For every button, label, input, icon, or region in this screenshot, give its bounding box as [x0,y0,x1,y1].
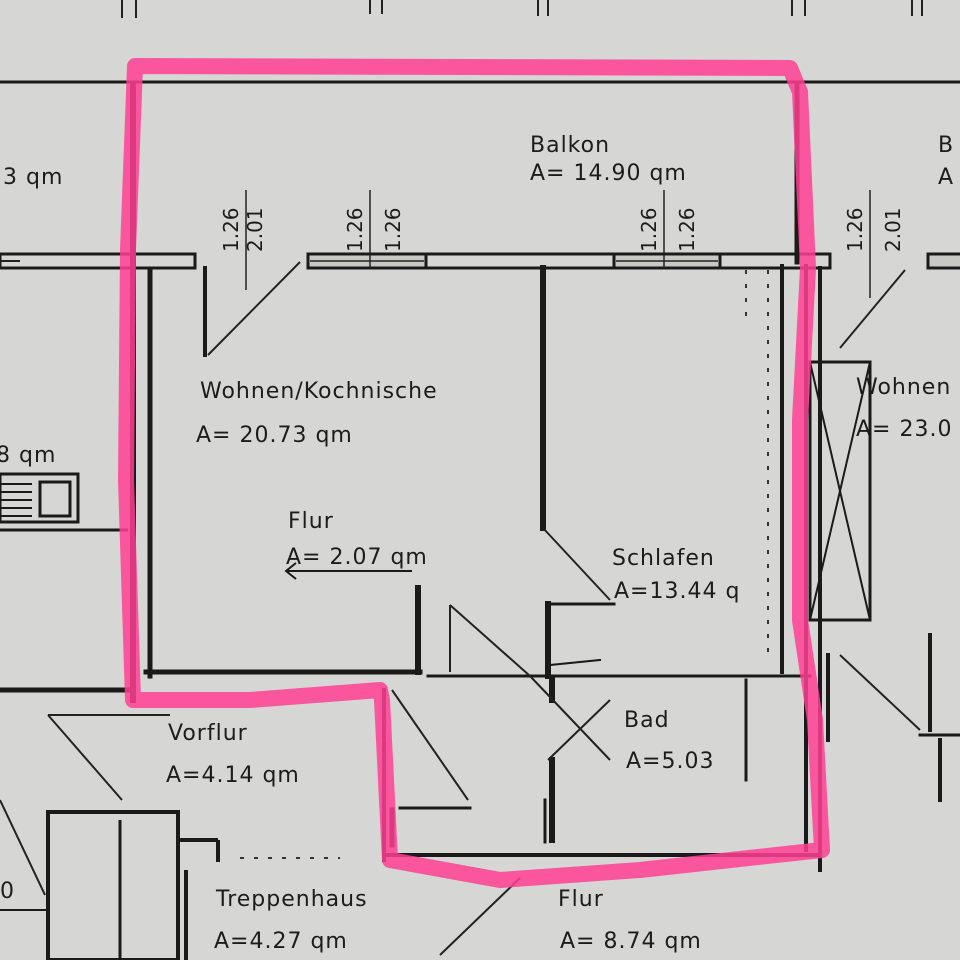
room-area-vorflur: A=4.14 qm [166,763,300,788]
room-name-treppenhaus: Treppenhaus [215,887,368,912]
svg-text:1.26: 1.26 [637,207,661,252]
room-name-wohnen: Wohnen/Kochnische [200,379,438,404]
svg-text:1.26: 1.26 [675,207,699,252]
door-swings [0,261,921,956]
room-area-treppenhaus: A=4.27 qm [214,929,348,954]
neighbor-bottom-left: 0 [0,879,15,904]
apartment-walls [130,83,822,872]
svg-text:1.26: 1.26 [381,207,405,252]
room-name-vorflur: Vorflur [168,721,248,746]
room-area-flur-inner: A= 2.07 qm [286,545,428,570]
flur-arrow-icon [284,562,412,580]
room-name-schlafen: Schlafen [612,546,715,571]
right-neighbor-walls [826,633,960,802]
neighbor-left-top-area: 53 qm [0,165,63,190]
svg-text:2.01: 2.01 [243,207,267,252]
stove-icon [0,472,128,532]
interior-walls [0,265,748,848]
room-area-flur-outer: A= 8.74 qm [560,929,702,954]
room-area-balkon: A= 14.90 qm [530,161,687,186]
window-dim-2: 1.26 1.26 [343,190,405,268]
window-dim-4: 1.26 2.01 [843,190,905,298]
window-dim-1: 1.26 2.01 [219,190,267,290]
neighbor-right-top-b: B [938,133,954,158]
dashed-lines [240,270,769,859]
apartment-highlight [118,58,830,888]
svg-text:1.26: 1.26 [843,207,867,252]
room-area-bad: A=5.03 [626,749,714,774]
neighbor-right-area: A= 23.0 [856,417,952,442]
room-name-flur-inner: Flur [288,509,334,534]
shaft-cross-icon [808,360,872,622]
balcony-wall [0,252,960,270]
room-name-bad: Bad [624,708,670,733]
svg-text:1.26: 1.26 [219,207,243,252]
neighbor-right-top-a: A [938,165,954,190]
neighbor-right-name: Wohnen [856,375,951,400]
window-dim-3: 1.26 1.26 [637,190,699,268]
room-area-wohnen: A= 20.73 qm [196,423,353,448]
svg-text:1.26: 1.26 [343,207,367,252]
room-area-schlafen: A=13.44 q [614,579,740,604]
room-name-balkon: Balkon [530,133,610,158]
room-name-flur-outer: Flur [558,887,604,912]
svg-text:2.01: 2.01 [881,207,905,252]
neighbor-left-mid-area: 8 qm [0,443,56,468]
top-ticks [121,0,923,18]
stair-walls [0,810,220,960]
